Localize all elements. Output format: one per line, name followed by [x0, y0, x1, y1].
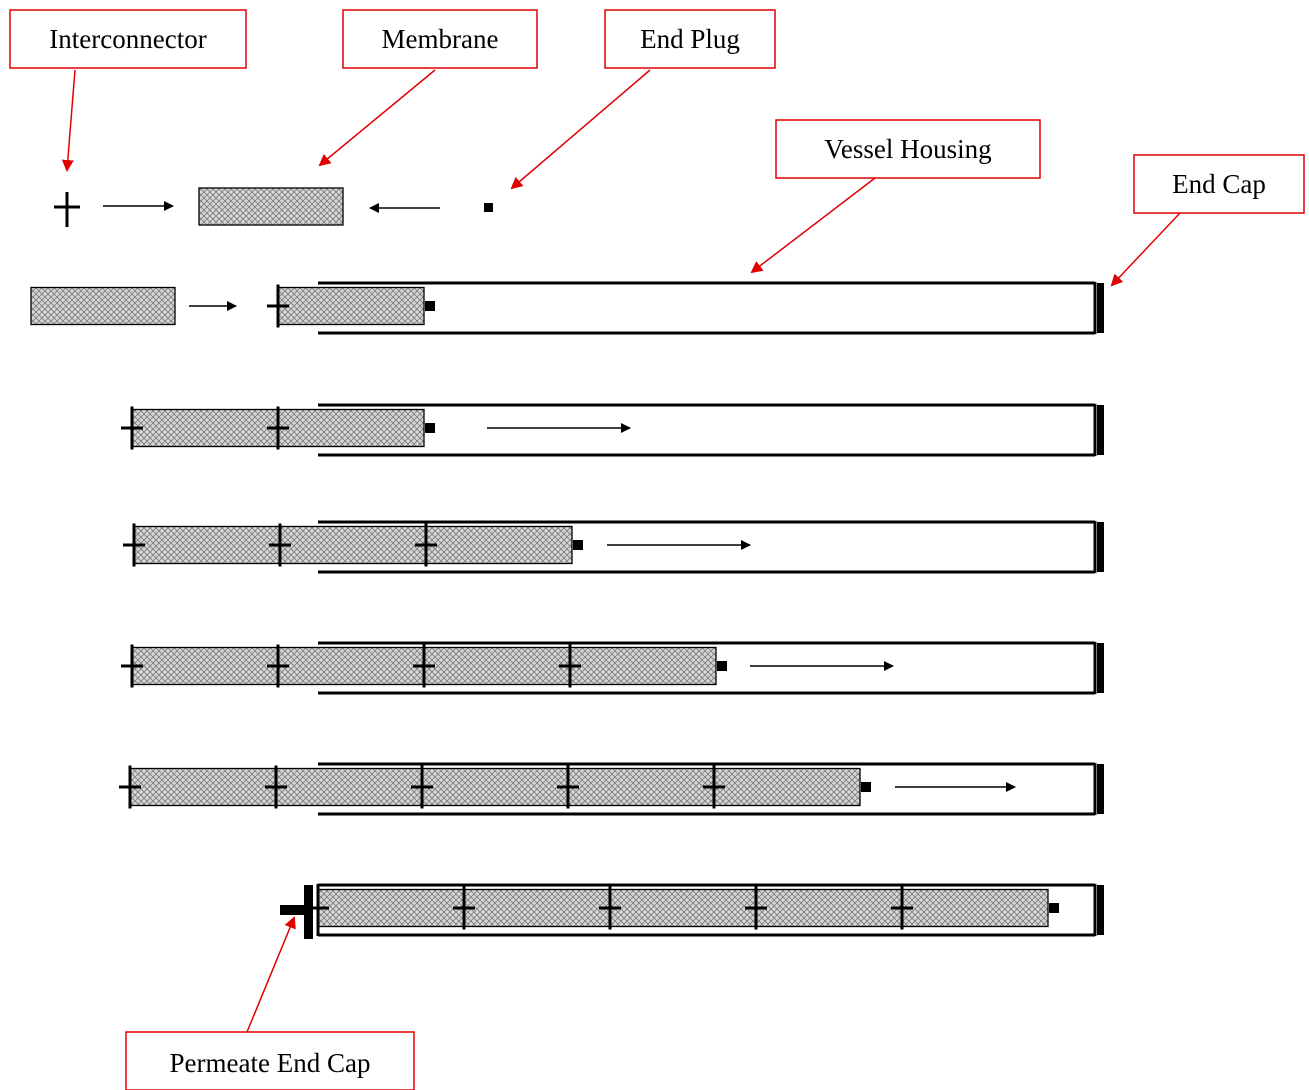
leader-permeate-end-cap [246, 916, 296, 1033]
interconnector-icon [599, 886, 621, 930]
membrane-element [425, 525, 573, 565]
interconnector-icon [411, 765, 433, 809]
membrane-element [30, 286, 176, 326]
end-plug-icon [484, 203, 493, 212]
loading-step [121, 641, 1104, 695]
callout-permeate-end-cap: Permeate End Cap [125, 1031, 415, 1090]
membrane-element [569, 646, 717, 686]
vessel-housing [318, 641, 1104, 695]
interconnector-icon [267, 406, 289, 450]
membrane-element [423, 646, 571, 686]
loading-step [119, 762, 1104, 816]
interconnector-icon [119, 765, 141, 809]
end-cap-icon [1097, 405, 1104, 455]
interconnector-icon [557, 765, 579, 809]
interconnector-icon [745, 886, 767, 930]
callout-membrane: Membrane [342, 9, 538, 69]
callout-end-plug: End Plug [604, 9, 776, 69]
membrane-element [277, 408, 425, 448]
loading-step [123, 520, 1104, 574]
interconnector-icon [54, 192, 80, 227]
interconnector-icon [267, 644, 289, 688]
membrane-element [901, 888, 1049, 928]
end-cap-icon [1097, 283, 1104, 333]
callout-end-cap-label: End Cap [1172, 169, 1266, 199]
membrane-element [567, 767, 715, 807]
vessel-housing [280, 883, 1104, 939]
interconnector-icon [891, 886, 913, 930]
callout-interconnector-label: Interconnector [49, 24, 206, 54]
membrane-element [279, 525, 427, 565]
interconnector-icon [413, 644, 435, 688]
membrane-element [131, 646, 279, 686]
end-plug-icon [573, 540, 583, 550]
end-cap-icon [1097, 522, 1104, 572]
membrane-element [755, 888, 903, 928]
end-plug-icon [1049, 903, 1059, 913]
interconnector-icon [269, 523, 291, 567]
callout-vessel-housing-label: Vessel Housing [824, 134, 991, 164]
membrane-element [129, 767, 277, 807]
permeate-port-icon [280, 905, 306, 915]
leader-interconnector [61, 69, 76, 172]
interconnector-icon [121, 406, 143, 450]
loading-steps [30, 281, 1104, 939]
membrane-element [131, 408, 279, 448]
end-plug-icon [425, 423, 435, 433]
vessel-housing [318, 520, 1104, 574]
membrane-element [713, 767, 861, 807]
leader-membrane [318, 69, 436, 167]
callout-interconnector: Interconnector [9, 9, 247, 69]
leader-end-cap [1110, 212, 1181, 287]
vessel-housing [318, 281, 1104, 335]
interconnector-icon [307, 886, 329, 930]
membrane-element [275, 767, 423, 807]
loading-step [280, 883, 1104, 939]
membrane-element [609, 888, 757, 928]
permeate-end-cap-icon [304, 885, 313, 939]
legend-components [54, 187, 493, 227]
membrane-element-icon [198, 187, 344, 226]
end-cap-icon [1097, 643, 1104, 693]
leader-end-plug [510, 69, 651, 190]
callout-permeate-end-cap-label: Permeate End Cap [170, 1048, 371, 1078]
membrane-element [317, 888, 465, 928]
vessel-housing [318, 403, 1104, 457]
interconnector-icon [559, 644, 581, 688]
callout-membrane-label: Membrane [382, 24, 499, 54]
end-plug-icon [425, 301, 435, 311]
callout-vessel-housing: Vessel Housing [775, 119, 1041, 179]
end-cap-icon [1097, 885, 1104, 935]
loading-step [30, 281, 1104, 335]
interconnector-icon [453, 886, 475, 930]
membrane-element [421, 767, 569, 807]
end-plug-icon [717, 661, 727, 671]
interconnector-icon [265, 765, 287, 809]
interconnector-icon [703, 765, 725, 809]
interconnector-icon [123, 523, 145, 567]
interconnector-icon [121, 644, 143, 688]
vessel-housing [318, 762, 1104, 816]
membrane-element [133, 525, 281, 565]
callout-end-cap: End Cap [1133, 154, 1305, 214]
interconnector-icon [415, 523, 437, 567]
loading-step [121, 403, 1104, 457]
membrane-element [277, 646, 425, 686]
leader-vessel-housing [750, 177, 876, 274]
membrane-element [463, 888, 611, 928]
leader-lines [61, 69, 1181, 1033]
interconnector-icon [267, 284, 289, 328]
membrane-element [277, 286, 425, 326]
end-cap-icon [1097, 764, 1104, 814]
callout-end-plug-label: End Plug [640, 24, 740, 54]
end-plug-icon [861, 782, 871, 792]
